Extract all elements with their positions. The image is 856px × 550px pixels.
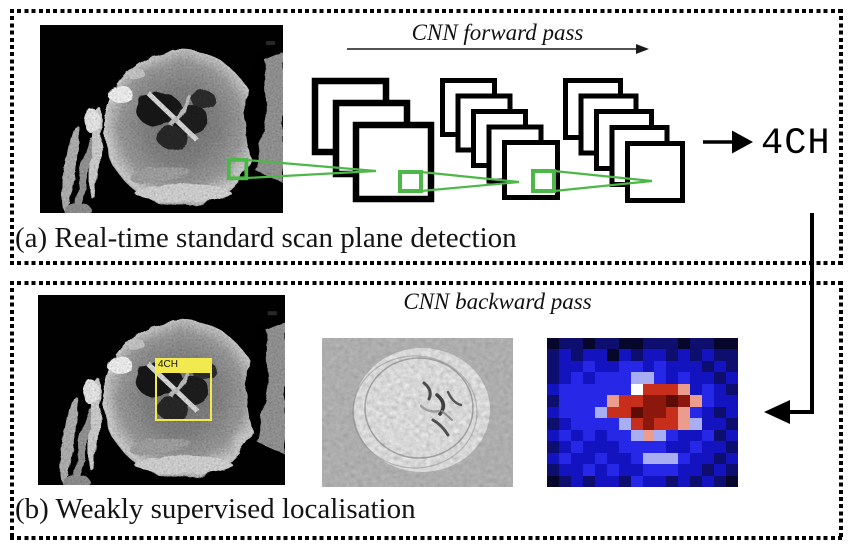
panel-border-edge [10,9,14,265]
bounding-box-rect [155,371,212,421]
panel-a-caption: (a) Real-time standard scan plane detect… [15,222,517,254]
panel-border-edge [10,9,843,13]
panel-b-dotted-border [10,281,843,540]
receptive-field-box-layer2 [531,169,556,193]
panel-border-edge [10,536,843,540]
output-class-label: 4CH [761,123,831,165]
forward-pass-label: CNN forward pass [411,20,584,45]
forward-pass-arrow [347,44,649,54]
panel-b-caption: (b) Weakly supervised localisation [15,493,416,525]
receptive-field-cone-2 [420,170,520,193]
receptive-field-cone-1 [246,158,377,180]
receptive-field-cone-3 [553,169,653,193]
panel-border-edge [839,9,843,265]
detection-bounding-box: 4CH [155,358,212,421]
receptive-field-box-layer1 [398,170,423,193]
panel-border-edge [10,261,843,265]
panel-border-edge [839,281,843,540]
output-arrow [703,130,753,154]
saliency-heatmap-grid [547,338,738,487]
bounding-box-label: 4CH [155,358,212,371]
panel-border-edge [10,281,14,540]
panel-a-dotted-border [10,9,843,265]
conv-layer-stack-3 [563,78,685,203]
elbow-connector-arrow [764,213,814,424]
conv-layer-stack-1 [311,77,435,203]
panel-border-edge [10,281,843,285]
receptive-field-box-input [226,157,249,181]
backward-pass-label: CNN backward pass [403,289,592,314]
